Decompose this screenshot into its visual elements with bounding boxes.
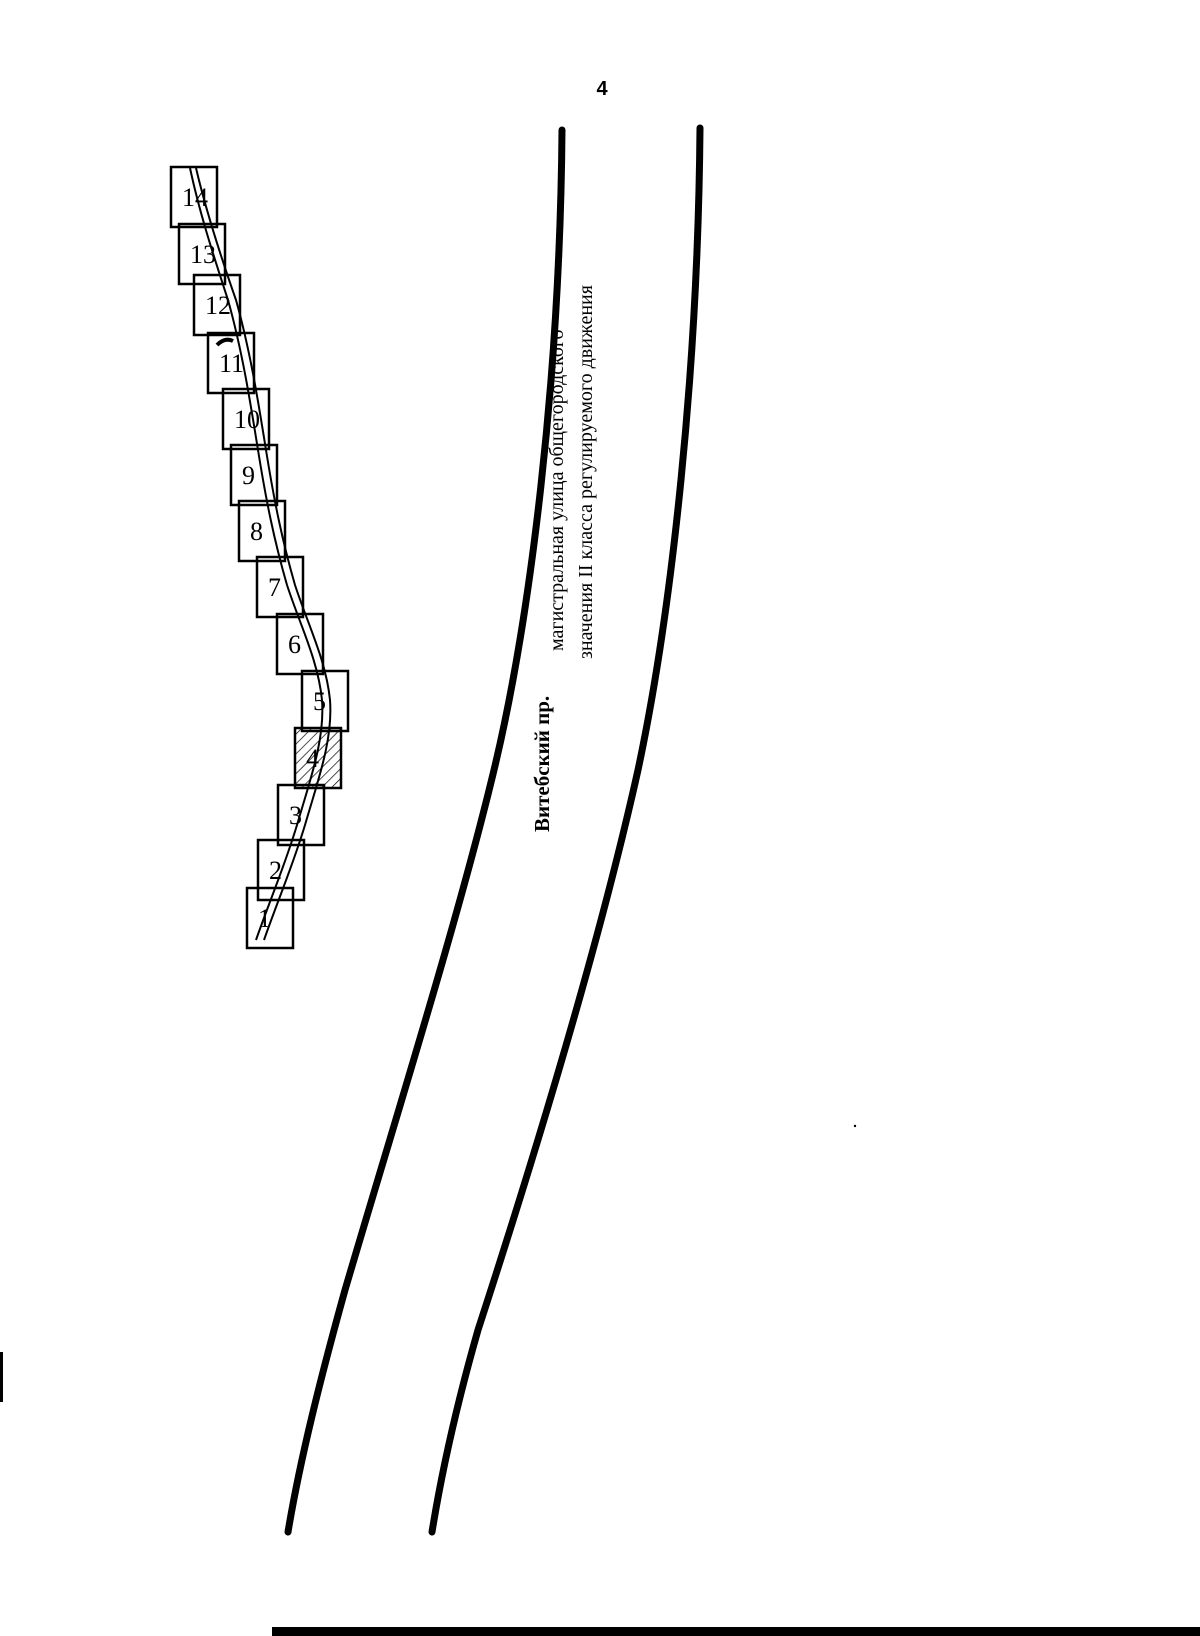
road-edge-right [428,124,704,1536]
scan-border-bottom [272,1627,1200,1636]
scan-border-left [0,1352,3,1402]
block-label: 7 [268,573,281,602]
block-outline [221,387,271,451]
block-label: 1 [258,904,271,933]
block-label: 9 [242,461,255,490]
block-outline [206,331,256,395]
block-label: 8 [250,517,263,546]
block-label: 14 [182,183,208,212]
route-line [189,167,324,941]
pen-mark [215,337,234,347]
block-12: 12 [192,273,242,337]
street-description-line1: магистральная улица общегородского [546,329,568,651]
block-6: 6 [275,612,325,676]
block-9: 9 [229,443,279,507]
block-label: 4 [306,744,319,773]
block-outline [275,612,325,676]
block-2: 2 [256,838,306,902]
block-label: 11 [219,349,244,378]
block-label: 10 [234,405,260,434]
block-outline [237,499,287,563]
block-outline [192,273,242,337]
route-line-parallel [195,167,332,941]
block-outline [256,838,306,902]
block-label: 5 [313,687,326,716]
street-description-line2: значения II класса регулируемого движени… [575,285,597,659]
block-11: 11 [206,331,256,395]
block-13: 13 [177,222,227,286]
block-14: 14 [169,165,219,229]
block-hatch-fill [295,728,341,788]
block-outline [229,443,279,507]
page-number: 4 [596,78,608,100]
block-label: 3 [289,801,302,830]
block-outline [177,222,227,286]
block-outline [255,555,305,619]
block-8: 8 [237,499,287,563]
block-outline [245,886,295,950]
block-label: 6 [288,630,301,659]
block-label: 13 [190,240,216,269]
block-outline [300,669,350,733]
road-edge-left [284,126,566,1536]
block-4: 4 [293,726,343,790]
block-7: 7 [255,555,305,619]
stray-dot [853,1124,857,1128]
block-5: 5 [300,669,350,733]
block-10: 10 [221,387,271,451]
block-label: 12 [205,291,231,320]
street-name: Витебский пр. [530,696,554,832]
block-outline [293,726,343,790]
block-outline [169,165,219,229]
block-1: 1 [245,886,295,950]
block-label: 2 [269,856,282,885]
